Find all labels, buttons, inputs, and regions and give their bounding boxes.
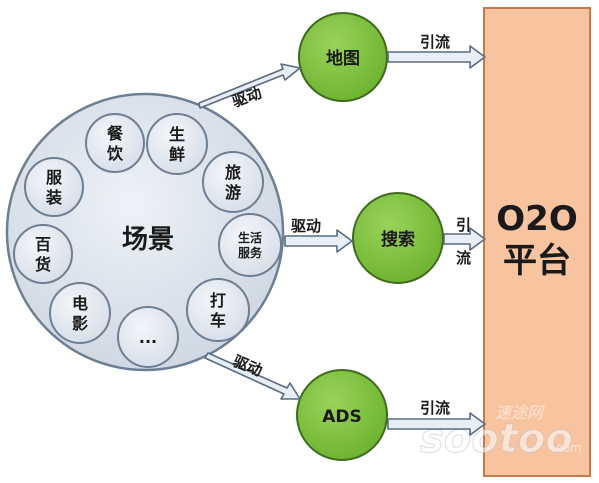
scene-item-life-service-label-1: 生活	[238, 230, 262, 245]
scene-item-more-circle	[117, 306, 179, 368]
scene-item-life-service-circle	[218, 213, 282, 277]
arrow-drive-search	[284, 229, 353, 253]
arrow-guide-search-label-2: 流	[456, 249, 471, 267]
watermark-domain: .com	[552, 441, 581, 455]
scene-item-fresh-label-2: 鲜	[169, 145, 185, 164]
scene-item-movie-circle	[49, 282, 111, 344]
scene-item-fresh-circle	[146, 113, 208, 175]
scene-item-taxi-circle	[186, 278, 250, 342]
arrow-guide-search	[443, 227, 486, 251]
channel-search-circle	[352, 192, 444, 284]
arrow-guide-map-label: 引流	[420, 33, 450, 51]
scene-item-taxi-label-1: 打	[210, 291, 226, 310]
channel-ads-circle	[296, 369, 388, 461]
arrow-drive-search-label: 驱动	[291, 217, 321, 235]
platform-label-line2: 平台	[503, 241, 571, 281]
platform-label-line1: O2O	[496, 199, 577, 239]
scene-item-dining-label-2: 饮	[106, 144, 124, 163]
scene-item-travel-circle	[202, 151, 264, 213]
scene-item-movie-label-2: 影	[72, 314, 88, 333]
scene-center-label: 场景	[122, 225, 174, 255]
scene-item-clothing-label-1: 服	[46, 168, 63, 187]
arrow-guide-map	[387, 45, 486, 69]
scene-item-department-store-circle	[13, 224, 73, 284]
channel-map-label: 地图	[326, 48, 360, 69]
watermark-cn: 速途网	[495, 403, 545, 422]
arrow-guide-ads	[387, 412, 486, 436]
platform-box	[483, 7, 591, 477]
scene-item-dining-label-1: 餐	[106, 124, 124, 143]
scene-item-clothing-circle	[24, 157, 84, 217]
scene-item-more-label-1: ...	[139, 328, 157, 347]
scene-item-fresh-label-1: 生	[169, 125, 185, 144]
arrow-drive-ads	[204, 352, 301, 400]
scene-item-clothing-label-2: 装	[45, 188, 62, 207]
arrow-guide-ads-label: 引流	[420, 399, 450, 417]
arrow-guide-search-label-1: 引	[456, 216, 471, 234]
channel-ads-label: ADS	[322, 407, 362, 427]
arrow-drive-map	[198, 63, 301, 109]
scene-item-travel-label-1: 旅	[225, 163, 241, 182]
scene-item-movie-label-1: 电	[72, 294, 88, 313]
channel-map-circle	[298, 12, 388, 102]
channel-search-label: 搜索	[381, 229, 415, 250]
scene-item-taxi-label-2: 车	[210, 311, 226, 330]
scene-item-travel-label-2: 游	[225, 183, 241, 202]
scene-item-department-store-label-1: 百	[35, 235, 51, 254]
scene-item-department-store-label-2: 货	[35, 255, 51, 274]
scene-item-dining-circle	[85, 113, 145, 173]
scene-item-life-service-label-2: 服务	[238, 245, 263, 260]
